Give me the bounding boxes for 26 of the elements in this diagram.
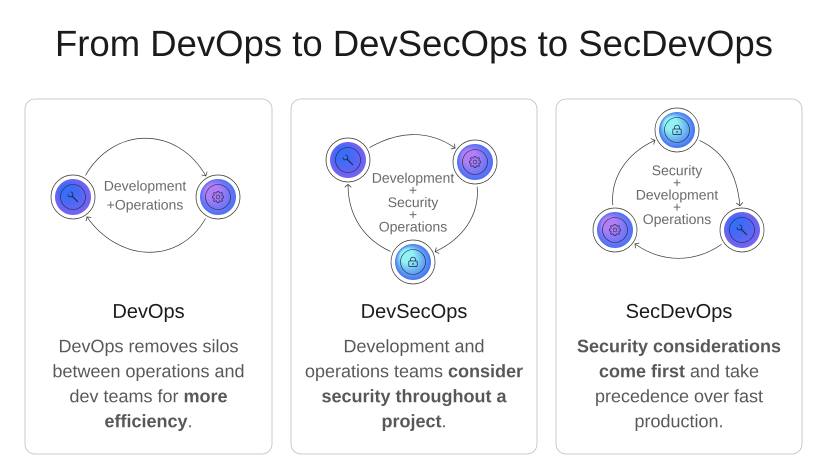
wrench-icon <box>326 138 370 182</box>
card-text: Security considerations come first and take precedence over fast production. <box>577 339 780 431</box>
gear-icon <box>452 140 498 184</box>
curved-arrow <box>369 134 456 150</box>
gear-icon <box>196 174 240 220</box>
lock-icon <box>654 108 700 152</box>
curved-arrow <box>85 138 208 176</box>
curved-arrow <box>344 184 391 252</box>
cycle-label: Development + Security + Operations <box>372 172 454 234</box>
card-title: DevSecOps <box>362 304 467 322</box>
gear-icon <box>592 208 638 252</box>
title: From DevOps to DevSecOps to SecDevOps <box>58 30 772 64</box>
curved-arrow <box>634 242 722 259</box>
curved-arrow <box>612 138 656 206</box>
card-title: DevOps <box>114 304 184 322</box>
card-title: SecDevOps <box>626 304 732 322</box>
wrench-icon <box>50 174 96 220</box>
lock-icon <box>390 240 436 284</box>
cycle-label: Security + Development + Operations <box>636 165 718 227</box>
curved-arrow <box>86 216 206 253</box>
curved-arrow <box>699 140 744 206</box>
card-text: Development and operations teams consider security throughout a project. <box>306 339 523 431</box>
wrench-icon <box>720 208 764 252</box>
card-text: DevOps removes silos between operations and dev teams for more efficiency. <box>54 339 244 431</box>
curved-arrow <box>434 186 478 254</box>
cycle-label: Development +Operations <box>104 180 186 212</box>
